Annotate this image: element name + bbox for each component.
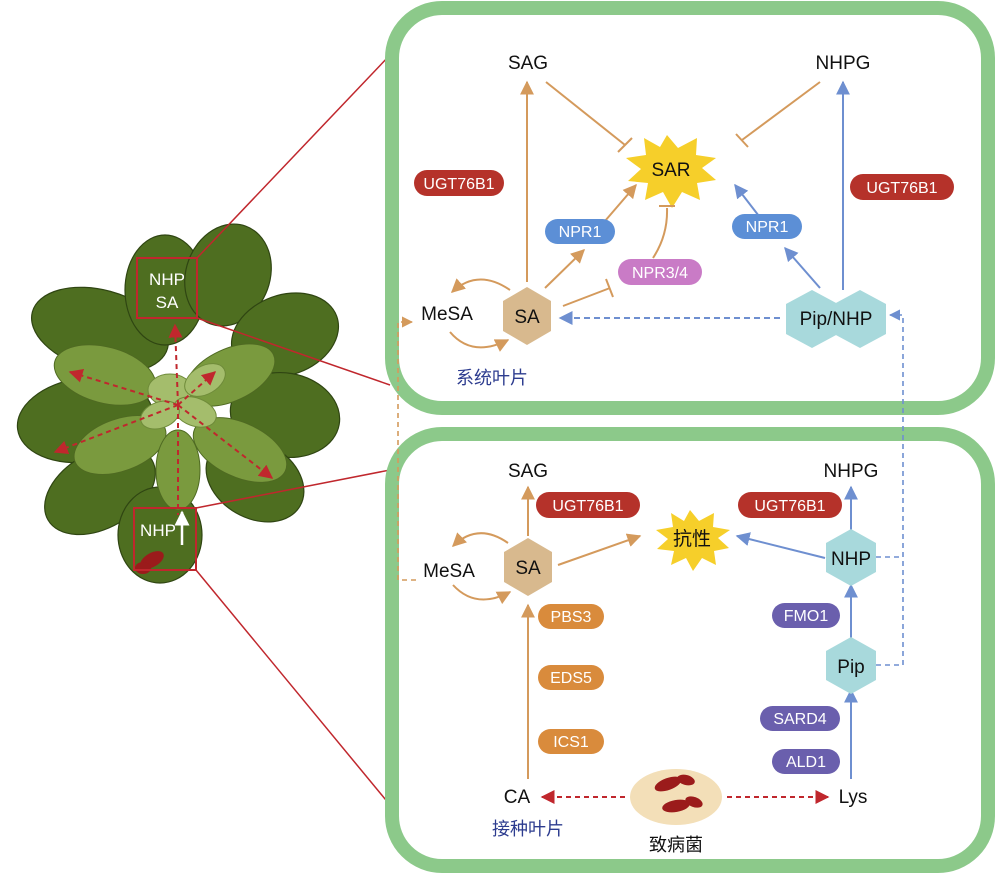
- systemic-npr1-left-tag: [545, 219, 615, 244]
- sar-star: [626, 135, 716, 208]
- sard4-tag: [760, 706, 840, 731]
- plant-upper-label-nhp: NHP: [149, 270, 185, 289]
- pathogen-ellipse: [630, 769, 722, 825]
- inoculated-pip: Pip: [837, 657, 864, 678]
- plant-lower-label-nhp: NHP: [140, 521, 176, 540]
- systemic-nhp-hexagon: [834, 290, 886, 348]
- plant-upper-box: [136, 257, 198, 319]
- inoculated-mesa: MeSA: [423, 561, 475, 582]
- ics1-label: ICS1: [553, 734, 589, 751]
- inoculated-ugt-left: UGT76B1: [552, 498, 623, 515]
- lys-label: Lys: [839, 787, 868, 808]
- systemic-sa-hexagon: [503, 287, 551, 345]
- inoculated-caption: 接种叶片: [492, 819, 564, 840]
- inoculated-pathway: 抗性 SAG NHPG SA NHP Pip MeSA UGT7: [423, 461, 878, 856]
- ics1-tag: [538, 729, 604, 754]
- systemic-ugt-right: UGT76B1: [866, 180, 937, 197]
- pathogen-label: 致病菌: [649, 835, 703, 856]
- inoculated-ugt-left-tag: [536, 492, 640, 518]
- sar-label: SAR: [651, 160, 690, 181]
- zoom-lines: [195, 54, 391, 806]
- systemic-pathway: SAR SAG NHPG: [414, 53, 954, 389]
- systemic-ugt-left-tag: [414, 170, 504, 196]
- inoculated-nhp: NHP: [831, 549, 871, 570]
- plant-lower-box: [133, 507, 197, 571]
- inoculated-sa: SA: [515, 558, 541, 579]
- plant-upper-label-sa: SA: [156, 293, 179, 312]
- systemic-ugt-left: UGT76B1: [423, 176, 494, 193]
- inoculated-sa-hexagon: [504, 538, 552, 596]
- pbs3-label: PBS3: [551, 609, 592, 626]
- inoculated-ugt-right-tag: [738, 492, 842, 518]
- systemic-sag: SAG: [508, 53, 548, 74]
- systemic-npr34-tag: [618, 259, 702, 285]
- eds5-tag: [538, 665, 604, 690]
- systemic-npr1-right-tag: [732, 214, 802, 239]
- systemic-caption: 系统叶片: [456, 368, 528, 389]
- systemic-nhpg: NHPG: [816, 53, 871, 74]
- mobile-signal-lines: [397, 309, 904, 666]
- sard4-label: SARD4: [773, 711, 826, 728]
- fmo1-tag: [772, 603, 840, 628]
- systemic-npr34: NPR3/4: [632, 265, 688, 282]
- inoculated-sag: SAG: [508, 461, 548, 482]
- inoculated-nhpg: NHPG: [824, 461, 879, 482]
- resistance-star: [656, 510, 730, 571]
- systemic-npr1-left: NPR1: [559, 224, 602, 241]
- systemic-sa: SA: [514, 307, 540, 328]
- resistance-label: 抗性: [673, 528, 711, 550]
- eds5-label: EDS5: [550, 670, 592, 687]
- ald1-tag: [772, 749, 840, 774]
- fmo1-label: FMO1: [784, 608, 829, 625]
- systemic-ugt-right-tag: [850, 174, 954, 200]
- systemic-npr1-right: NPR1: [746, 219, 789, 236]
- inoculated-nhp-hexagon: [826, 529, 876, 586]
- systemic-mesa: MeSA: [421, 304, 473, 325]
- ald1-label: ALD1: [786, 754, 826, 771]
- systemic-pip-hexagon: [786, 290, 838, 348]
- inoculated-pip-hexagon: [826, 637, 876, 694]
- pbs3-tag: [538, 604, 604, 629]
- systemic-pip-nhp: Pip/NHP: [800, 309, 873, 330]
- pathogen-icon: [654, 774, 703, 813]
- inoculated-ugt-right: UGT76B1: [754, 498, 825, 515]
- ca-label: CA: [504, 787, 531, 808]
- plant-rosette: NHP SA NHP: [16, 223, 341, 584]
